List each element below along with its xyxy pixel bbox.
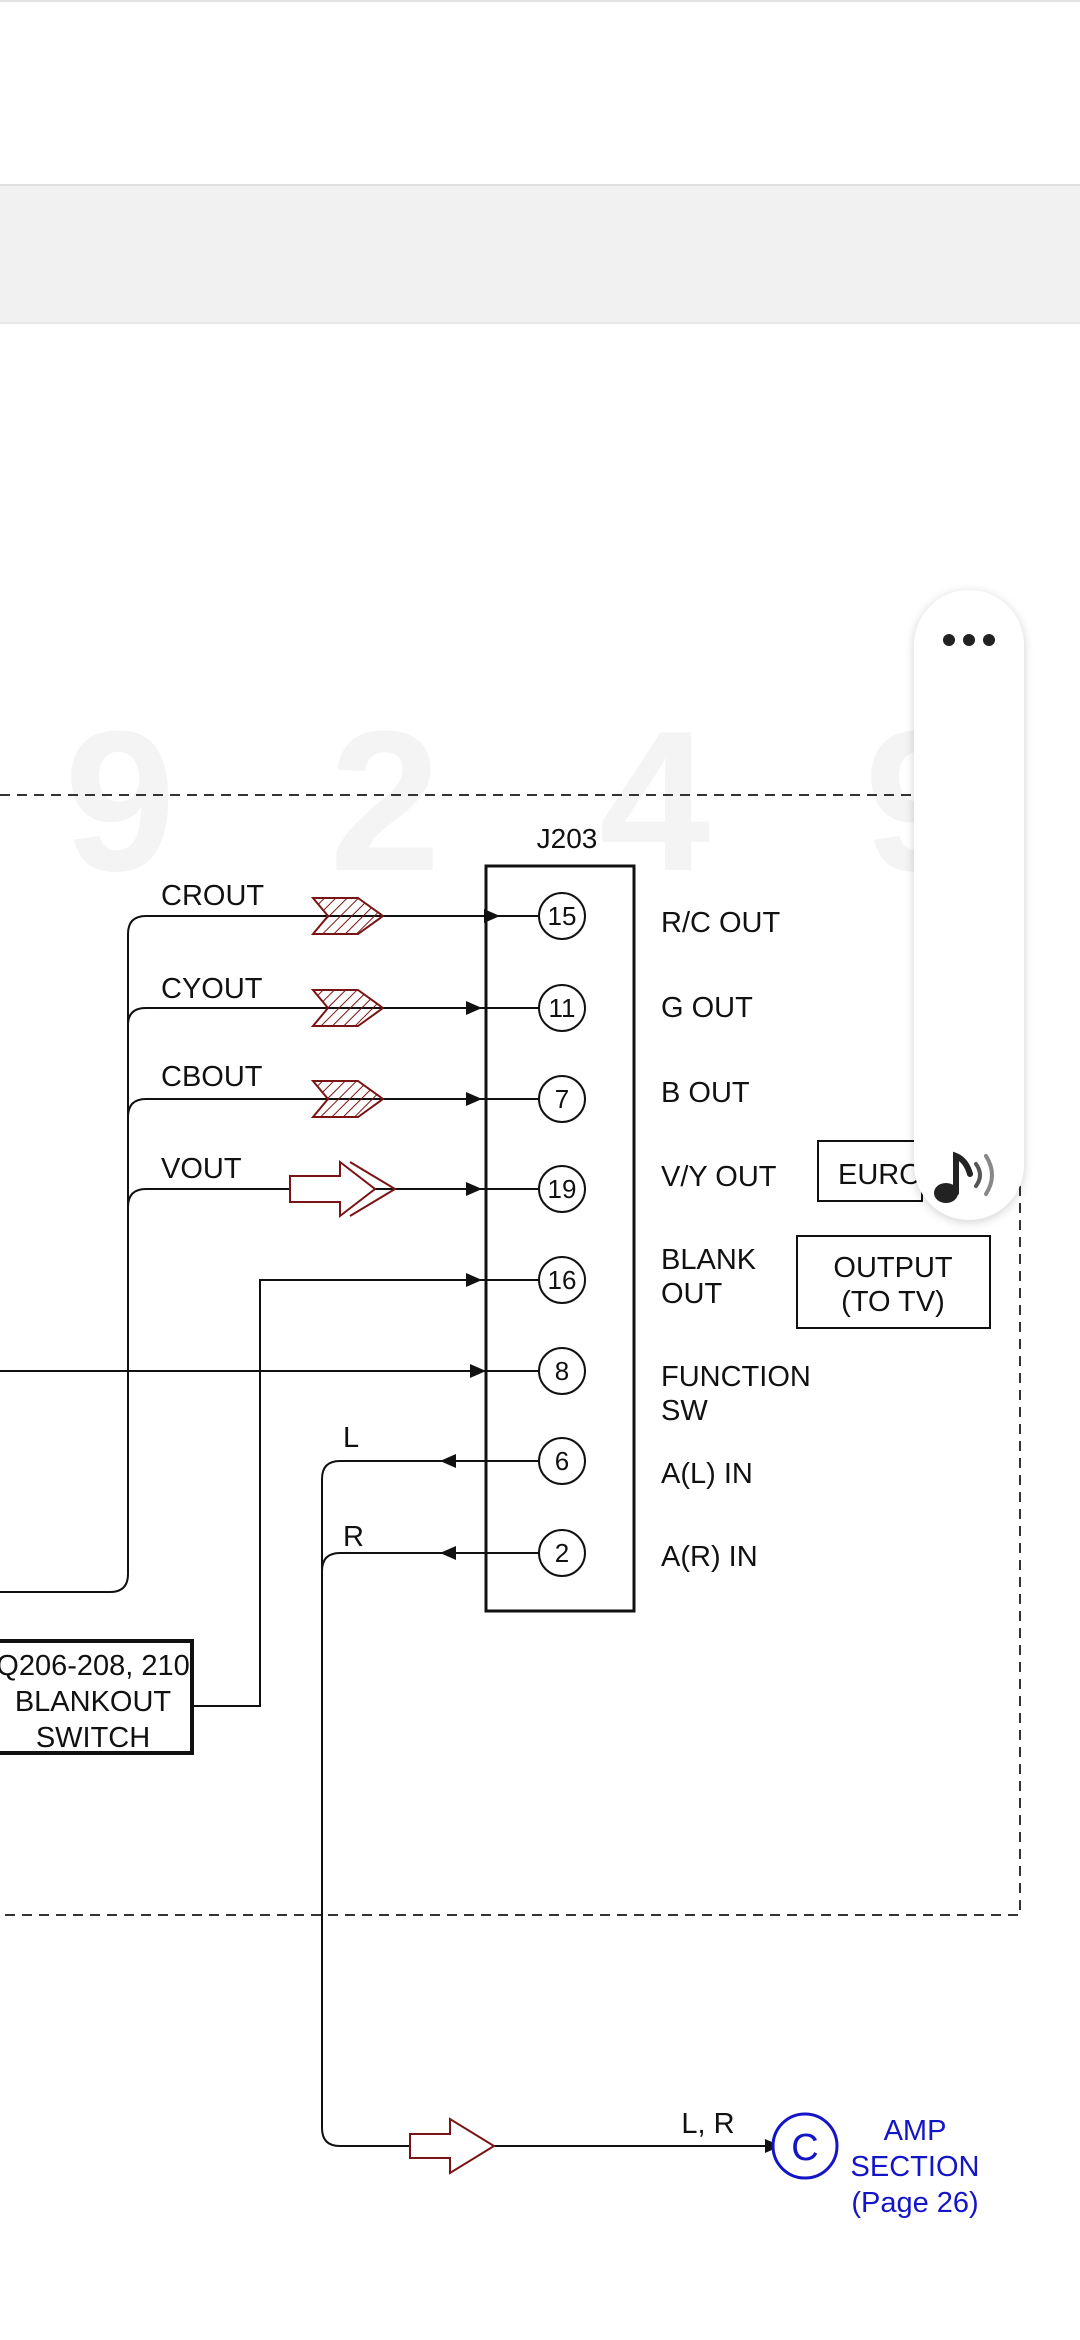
pin-label: FUNCTION — [661, 1361, 811, 1393]
toolbar-band — [0, 184, 1080, 324]
pin-label: OUT — [661, 1278, 723, 1310]
output-label: (TO TV) — [841, 1286, 945, 1318]
amp-link-text[interactable]: SECTION — [851, 2151, 980, 2183]
signal-label: CBOUT — [161, 1061, 263, 1093]
blankout-label: BLANKOUT — [15, 1686, 172, 1718]
amp-link-text[interactable]: (Page 26) — [851, 2187, 978, 2219]
pin-number: 8 — [555, 1356, 569, 1386]
amp-section-link[interactable]: AMP SECTION (Page 26) — [851, 2115, 980, 2219]
watermark-digit: 4 — [599, 690, 710, 913]
euro-box — [817, 1140, 923, 1202]
amp-link-text[interactable]: AMP — [884, 2115, 947, 2147]
watermark-digit: 2 — [329, 690, 440, 913]
euro-label: EURO — [838, 1159, 922, 1191]
pin-number: 2 — [555, 1538, 569, 1568]
hatched-arrow-icon — [310, 1080, 385, 1118]
more-horizontal-icon[interactable] — [914, 590, 1024, 690]
signal-label: CROUT — [161, 880, 264, 912]
dot — [983, 634, 995, 646]
pin-number: 19 — [548, 1174, 577, 1204]
pin-label: A(R) IN — [661, 1541, 758, 1573]
blankout-switch-box — [0, 1639, 194, 1755]
rgb-signal-arrows — [310, 897, 385, 1118]
pin-number: 16 — [548, 1265, 577, 1295]
signal-label: R — [343, 1521, 364, 1553]
output-label: OUTPUT — [833, 1252, 953, 1284]
arrow-icon — [409, 2117, 496, 2175]
signal-label: CYOUT — [161, 973, 263, 1005]
wiring — [0, 915, 765, 2147]
connector-pins — [538, 892, 586, 1577]
pin-label: G OUT — [661, 992, 753, 1024]
pin-label: R/C OUT — [661, 907, 781, 939]
signal-arrowheads — [440, 909, 781, 2153]
pin-label: BLANK — [661, 1244, 757, 1276]
pin-number: 15 — [548, 901, 577, 931]
video-signal-arrow — [289, 1159, 397, 1219]
connector-j203 — [484, 864, 636, 1613]
top-app-bar — [0, 0, 1080, 184]
dot — [943, 634, 955, 646]
floating-tool-panel — [914, 590, 1024, 1220]
board-boundary — [0, 794, 1021, 1916]
pin-label: SW — [661, 1395, 708, 1427]
blankout-label: SWITCH — [36, 1722, 150, 1754]
signal-label: VOUT — [161, 1153, 242, 1185]
connector-name: J203 — [537, 823, 598, 854]
pin-number: 11 — [549, 993, 576, 1023]
hatched-arrow-icon — [310, 897, 385, 935]
music-note-sound-icon[interactable] — [914, 1130, 1024, 1220]
signal-label: L — [343, 1422, 359, 1454]
hatched-arrow-icon — [310, 989, 385, 1027]
audio-out-label: L, R — [681, 2108, 734, 2140]
pin-label: A(L) IN — [661, 1458, 753, 1490]
blankout-label: Q206-208, 210 — [0, 1650, 190, 1682]
watermark-digit: 9 — [64, 690, 175, 913]
output-box — [796, 1235, 991, 1329]
double-arrow-icon — [289, 1159, 377, 1219]
pin-number: 6 — [555, 1446, 569, 1476]
pin-label: V/Y OUT — [661, 1161, 777, 1193]
amp-connector-circle[interactable] — [771, 2112, 839, 2180]
pin-number: 7 — [555, 1084, 569, 1114]
audio-signal-arrow — [409, 2117, 496, 2175]
amp-connector-letter: C — [791, 2127, 818, 2169]
pin-label: B OUT — [661, 1077, 750, 1109]
music-note-sound-icon-graphic — [934, 1151, 994, 1203]
dot — [963, 634, 975, 646]
